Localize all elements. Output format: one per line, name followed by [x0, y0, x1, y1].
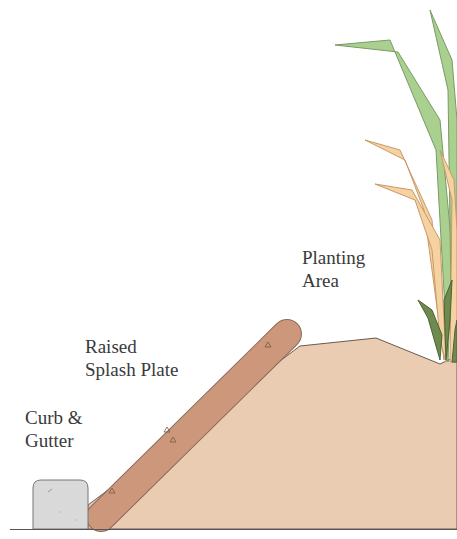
grass [335, 10, 457, 362]
part-label: Raised Splash Plate [85, 335, 182, 381]
curb-gutter [33, 480, 88, 529]
part-label: Planting Area [302, 246, 369, 292]
part-label: Curb & Gutter [25, 406, 86, 452]
ground-line [10, 529, 457, 530]
